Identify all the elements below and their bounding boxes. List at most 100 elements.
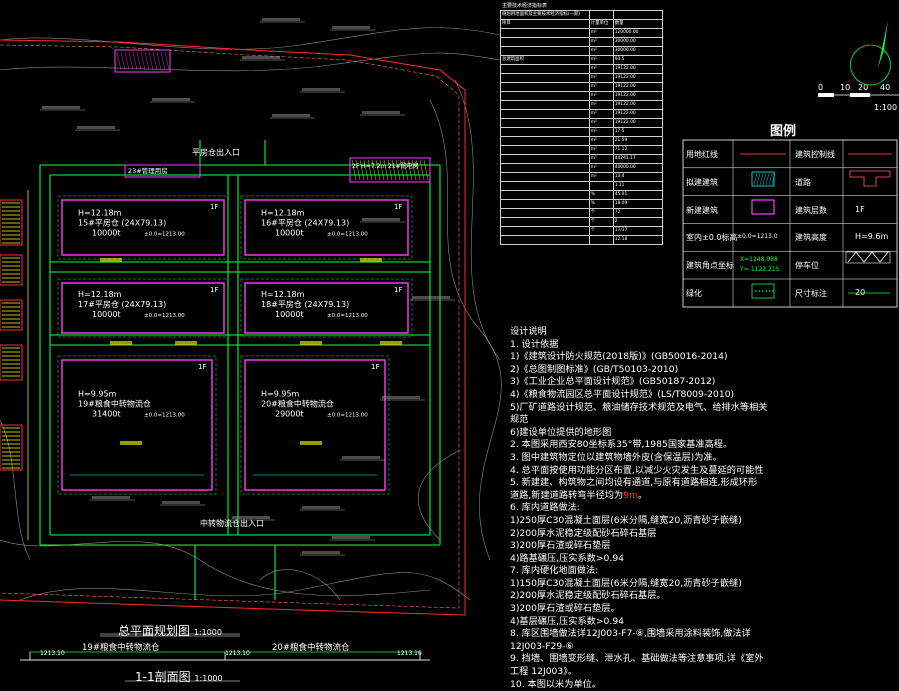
warehouse-apron	[240, 278, 413, 338]
hatch-line	[160, 51, 166, 71]
hatch-line	[765, 172, 770, 186]
note-line: 6)建设单位提供的地形图	[510, 426, 612, 438]
coordinate-tag	[332, 536, 370, 539]
note-line: 设计说明	[510, 326, 547, 337]
building-height-label: H=9.95m	[261, 389, 300, 398]
hatch-line	[753, 172, 758, 186]
warehouse-apron	[57, 278, 229, 338]
table-row: 12.18	[500, 235, 664, 245]
note-line: 3)200厚石渣或碎石垫层	[510, 540, 611, 552]
building-capacity-label: 10000t	[92, 310, 121, 319]
hatch-line	[771, 172, 776, 186]
contour-line	[429, 99, 502, 561]
hatch-line	[371, 159, 377, 181]
legend-label: 停车位	[795, 261, 819, 271]
coordinate-tag	[302, 551, 340, 554]
note-line: 1)150厚C30混凝土面层(6米分隔,缝宽20,沥青砂子嵌缝)	[510, 577, 742, 589]
hatch-line	[762, 172, 767, 186]
contour-line	[0, 27, 501, 50]
hatch-line	[156, 51, 162, 71]
building-level-label: ±0.0=1213.00	[327, 313, 368, 319]
legend-value: X=1248.988	[740, 256, 778, 264]
neighbour-building	[0, 299, 23, 331]
section-level-right: 1213.10	[397, 650, 422, 657]
warehouse-apron	[240, 355, 390, 495]
scale-tick-label: 40	[880, 83, 891, 92]
green-dot	[755, 290, 757, 292]
green-dot	[772, 290, 774, 292]
legend-label: 建筑控制线	[795, 150, 835, 159]
note-line: 1)《建筑设计防火规范(2018版)》(GB50016-2014)	[510, 351, 728, 363]
building-floors-label: 1F	[394, 286, 402, 294]
legend-label: 道路	[795, 177, 811, 187]
warehouse-building	[244, 359, 386, 491]
note-line: 5. 新建建、构筑物之间均设有通道,与原有道路相连,形成环形	[510, 477, 758, 489]
building-height-label: H=12.18m	[78, 290, 122, 299]
note-line: 7. 库内硬化地面做法:	[510, 565, 599, 577]
note-line: 12J003-F29-⑥	[510, 640, 574, 652]
note-line: 3)《工业企业总平面设计规范》(GB50187-2012)	[510, 376, 716, 388]
management-building-label: 23#管理用房	[128, 166, 168, 175]
legend-title: 图例	[770, 124, 797, 139]
legend-label: 用地红线	[686, 150, 718, 159]
hatch-line	[768, 172, 773, 186]
note-line: 2)200厚水泥稳定级配砂石碎石基层。	[510, 590, 666, 602]
note-line: 规范	[510, 414, 529, 426]
hatch-line	[136, 51, 142, 71]
coordinate-tag	[152, 98, 190, 101]
hatch-line	[132, 51, 138, 71]
building-name-label: 15#平房仓 (24X79.13)	[78, 217, 166, 227]
note-line: 道路,新建道路转弯半径均为9m。	[510, 489, 648, 501]
level-marker	[360, 258, 382, 262]
note-line: 4)基层碾压,压实系数>0.94	[510, 615, 625, 627]
plan-title-scale: 1:1000	[193, 628, 222, 637]
coordinate-tag	[92, 496, 130, 499]
building-capacity-label: 10000t	[275, 228, 304, 237]
coordinate-tag	[242, 56, 280, 59]
table-cell-val: 12.18	[612, 235, 664, 245]
power-room-building	[349, 157, 431, 183]
note-line: 2. 本图采用西安80坐标系35°带,1985国家基准高程。	[510, 439, 733, 451]
building-level-label: ±0.0=1213.00	[327, 231, 368, 237]
section-label-right: 20#粮食中转物流仓	[272, 643, 350, 653]
note-line: 4. 总平面按使用功能分区布置,以减少火灾发生及蔓延的可能性	[510, 464, 764, 476]
note-line: 4)《粮食物流园区总平面设计规范》(LS/T8009-2010)	[510, 388, 735, 400]
plan-title: 总平面规划图 1:1000	[118, 622, 222, 639]
section-title-scale: 1:1000	[194, 674, 223, 683]
building-capacity-label: 10000t	[275, 310, 304, 319]
hatch-line	[152, 51, 158, 71]
hatch-line	[756, 172, 761, 186]
coordinate-tag	[362, 218, 400, 221]
building-height-label: H=12.18m	[78, 208, 122, 217]
building-name-label: 20#粮食中转物流仓	[261, 398, 334, 408]
section-level-mid: 1213.10	[225, 650, 250, 657]
warehouse-building	[61, 359, 213, 491]
note-line: 10. 本图以米为单位。	[510, 678, 602, 690]
legend-label: 建筑层数	[795, 205, 827, 215]
level-marker	[120, 441, 142, 445]
building-name-label: 19#粮食中转物流仓	[78, 398, 151, 408]
warehouse-building	[61, 199, 225, 256]
control-line	[0, 44, 460, 609]
hatch-line	[164, 51, 170, 71]
top-entrance-label: 平房仓出入口	[192, 147, 240, 157]
building-capacity-label: 31400t	[92, 409, 121, 418]
hatch-line	[367, 159, 373, 181]
coordinate-tag	[332, 26, 370, 29]
note-radius-value: 9m	[623, 489, 638, 501]
legend-label: 建筑角点坐标	[686, 261, 734, 271]
contour-line	[0, 419, 31, 561]
hatch-line	[355, 159, 361, 181]
note-line: 9. 挡墙、围墙变形缝、泄水孔、基础做法等注意事项,详《室外	[510, 653, 764, 665]
legend-label: 绿化	[686, 289, 702, 298]
contour-line	[259, 569, 341, 601]
building-level-label: ±0.0=1213.00	[327, 412, 368, 418]
note-line: 工程 12J003》。	[510, 666, 578, 678]
coordinate-tag	[362, 111, 400, 114]
hatch-line	[128, 51, 134, 71]
green-dot	[762, 290, 764, 292]
scale-bar-segment	[818, 93, 834, 97]
legend-label: 室内±0.0标高	[686, 233, 738, 243]
hatch-line	[120, 51, 126, 71]
